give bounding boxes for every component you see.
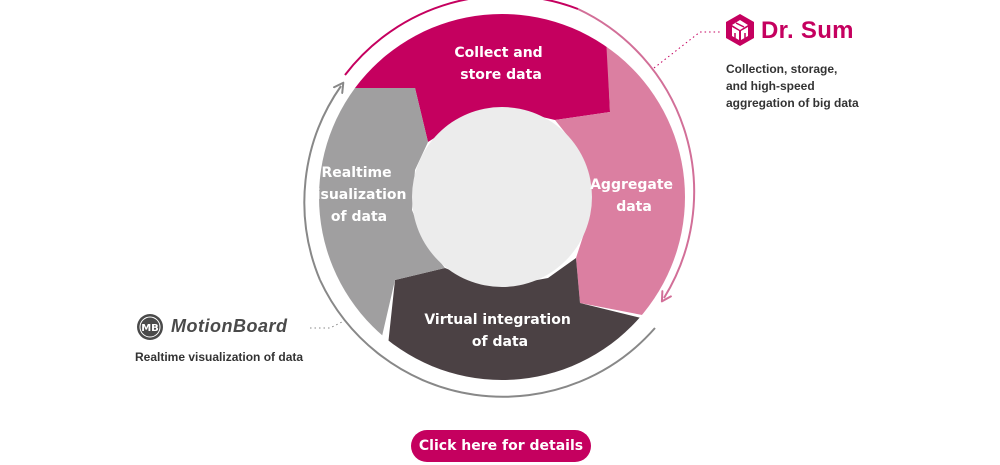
drsum-description: Collection, storage, and high-speed aggr… — [726, 61, 896, 112]
motionboard-brand-name[interactable]: MotionBoard — [171, 316, 288, 336]
step-aggregate-label-line: Aggregate — [590, 177, 673, 193]
step-collect-label-line: Collect and — [454, 45, 542, 61]
step-realtime-label-line: Realtime — [322, 165, 392, 181]
cycle-ring-bottom — [319, 279, 656, 398]
step-realtime-label-line: visualization — [307, 187, 407, 203]
step-integration-label: Virtual integration of data — [424, 312, 575, 350]
step-integration-label-line: Virtual integration — [424, 312, 570, 328]
cycle-ring-top — [344, 0, 579, 76]
motionboard-description: Realtime visualization of data — [135, 350, 304, 364]
step-collect-label-line: store data — [460, 67, 542, 83]
cycle-arrow-right — [577, 8, 696, 303]
mb-logo-icon: MB — [137, 314, 163, 340]
drsum-description-line: and high-speed — [726, 79, 815, 93]
step-realtime-label: Realtime visualization of data — [307, 165, 412, 225]
cycle-center — [412, 107, 592, 287]
drsum-connector — [653, 31, 722, 69]
drsum-description-line: aggregation of big data — [726, 96, 859, 110]
step-collect-label: Collect and store data — [454, 45, 547, 83]
step-aggregate-label-line: data — [616, 199, 652, 215]
cycle-arrow-left — [303, 81, 345, 281]
drsum-brand-name[interactable]: Dr. Sum — [761, 17, 854, 44]
cube-logo-icon — [726, 14, 754, 46]
step-realtime-label-line: of data — [331, 209, 387, 225]
step-aggregate-label: Aggregate data — [590, 177, 678, 215]
motionboard-connector — [310, 319, 347, 329]
drsum-description-line: Collection, storage, — [726, 62, 838, 76]
details-button[interactable]: Click here for details — [411, 430, 591, 462]
step-integration-label-line: of data — [472, 334, 528, 350]
mb-logo-letters: MB — [141, 323, 159, 334]
